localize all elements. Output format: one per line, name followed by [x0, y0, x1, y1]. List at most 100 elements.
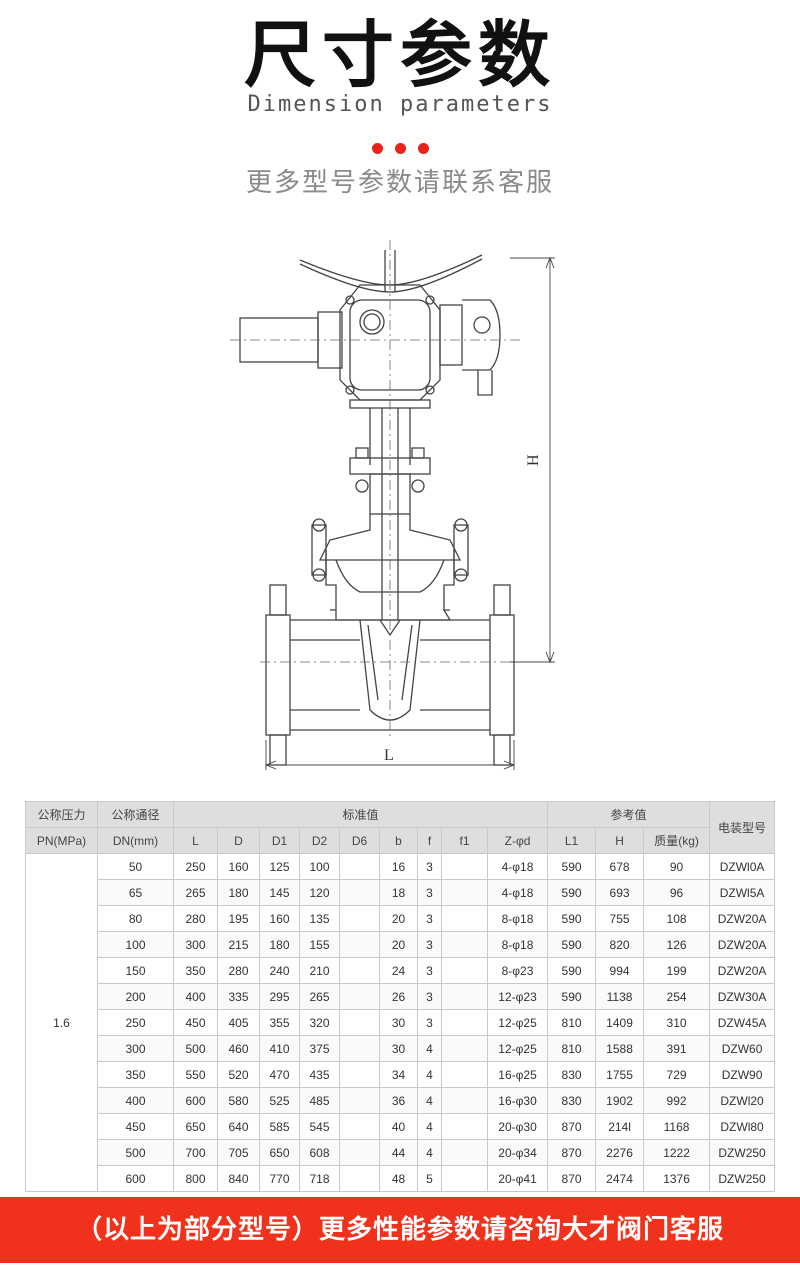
table-cell: 250	[173, 853, 218, 880]
table-cell: DZW20A	[709, 957, 776, 984]
table-cell: 585	[259, 1113, 300, 1140]
table-cell: 126	[643, 931, 711, 958]
table-cell: 470	[259, 1061, 300, 1088]
table-cell: 2276	[595, 1139, 645, 1166]
table-cell: 1168	[643, 1113, 711, 1140]
table-cell: 300	[173, 931, 218, 958]
table-cell: 590	[547, 931, 597, 958]
table-cell: 870	[547, 1165, 597, 1192]
table-cell: 580	[217, 1087, 260, 1114]
table-cell: 800	[173, 1165, 218, 1192]
table-cell: 265	[299, 983, 340, 1010]
table-cell	[441, 853, 488, 880]
table-cell: 4	[417, 1113, 442, 1140]
table-cell	[441, 1035, 488, 1062]
table-cell: 870	[547, 1139, 597, 1166]
table-cell	[441, 983, 488, 1010]
header-standard: 标准值	[172, 801, 549, 828]
table-cell: 160	[217, 853, 260, 880]
table-cell	[441, 905, 488, 932]
header-pressure-unit: PN(MPa)	[25, 827, 98, 854]
table-cell: 135	[299, 905, 340, 932]
table-cell: 350	[173, 957, 218, 984]
column-header: D6	[339, 827, 380, 854]
table-cell	[441, 931, 488, 958]
table-cell: 125	[259, 853, 300, 880]
table-cell: 693	[595, 879, 645, 906]
table-cell: 590	[547, 853, 597, 880]
dim-l-label: L	[384, 747, 394, 764]
table-cell: 90	[643, 853, 711, 880]
table-cell: 26	[379, 983, 418, 1010]
table-cell: 4	[417, 1139, 442, 1166]
table-cell: 199	[643, 957, 711, 984]
table-cell: 50	[97, 853, 174, 880]
table-cell: 400	[173, 983, 218, 1010]
table-cell: 600	[97, 1165, 174, 1192]
valve-drawing: H L	[230, 240, 555, 770]
table-cell: 36	[379, 1087, 418, 1114]
table-cell: 265	[173, 879, 218, 906]
table-cell: 4-φ18	[486, 879, 549, 906]
table-cell	[339, 1113, 380, 1140]
table-cell: 195	[217, 905, 260, 932]
table-cell: 12-φ23	[486, 983, 549, 1010]
table-cell: 1902	[595, 1087, 645, 1114]
table-cell: DZWl80	[709, 1113, 776, 1140]
table-cell: 840	[217, 1165, 260, 1192]
table-cell: DZWl20	[709, 1087, 776, 1114]
table-cell: 96	[643, 879, 711, 906]
table-cell: 550	[173, 1061, 218, 1088]
column-header: D2	[299, 827, 340, 854]
table-cell: 16	[379, 853, 418, 880]
table-cell	[339, 1087, 380, 1114]
table-cell	[441, 1061, 488, 1088]
table-cell: 108	[643, 905, 711, 932]
table-cell: 210	[299, 957, 340, 984]
table-cell: 48	[379, 1165, 418, 1192]
header-diameter-unit: DN(mm)	[97, 827, 174, 854]
table-cell	[339, 1139, 380, 1166]
table-cell: 590	[547, 879, 597, 906]
table-cell: 150	[97, 957, 174, 984]
table-cell: DZWl5A	[709, 879, 776, 906]
table-cell: 485	[299, 1087, 340, 1114]
table-cell: 500	[173, 1035, 218, 1062]
table-cell: 3	[417, 983, 442, 1010]
table-cell: 1376	[643, 1165, 711, 1192]
table-cell: 250	[97, 1009, 174, 1036]
table-cell: 100	[299, 853, 340, 880]
table-cell: 405	[217, 1009, 260, 1036]
table-cell: 20-φ41	[486, 1165, 549, 1192]
table-cell: 8-φ23	[486, 957, 549, 984]
table-cell	[339, 879, 380, 906]
table-cell	[339, 853, 380, 880]
column-header: f	[417, 827, 442, 854]
table-cell: 500	[97, 1139, 174, 1166]
table-cell: 80	[97, 905, 174, 932]
table-cell	[441, 1165, 488, 1192]
table-cell: 30	[379, 1035, 418, 1062]
table-cell: 1588	[595, 1035, 645, 1062]
table-cell: 214l	[595, 1113, 645, 1140]
table-cell: 355	[259, 1009, 300, 1036]
header-diameter-cn: 公称通径	[97, 801, 174, 828]
table-cell: 650	[173, 1113, 218, 1140]
table-cell: 16-φ25	[486, 1061, 549, 1088]
table-cell: 820	[595, 931, 645, 958]
column-header: D	[217, 827, 260, 854]
table-cell: 640	[217, 1113, 260, 1140]
table-cell: 20-φ30	[486, 1113, 549, 1140]
table-cell	[441, 879, 488, 906]
table-cell: 160	[259, 905, 300, 932]
table-cell: DZW250	[709, 1139, 776, 1166]
table-cell: DZWl0A	[709, 853, 776, 880]
table-cell: 280	[173, 905, 218, 932]
table-cell: 810	[547, 1035, 597, 1062]
